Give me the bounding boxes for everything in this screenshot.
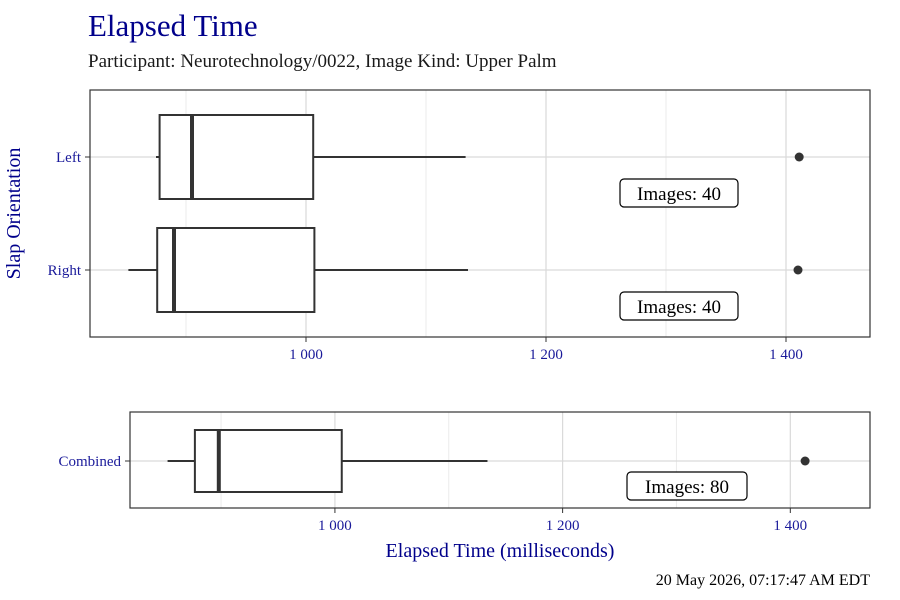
panel-border [89, 89, 871, 338]
x-tick-label: 1 200 [529, 347, 563, 363]
count-label-text: Images: 40 [637, 297, 721, 318]
count-label-text: Images: 80 [645, 477, 729, 498]
x-tick-label: 1 400 [769, 347, 803, 363]
outlier-point [800, 456, 810, 466]
chart-subtitle: Participant: Neurotechnology/0022, Image… [88, 51, 557, 72]
x-tick-label: 1 400 [773, 518, 807, 534]
outlier-point [793, 265, 803, 275]
box-combined: Images: 80 [167, 429, 810, 501]
y-tick-label: Left [56, 150, 82, 166]
count-label: Images: 40 [619, 178, 739, 208]
box-left: Images: 40 [156, 114, 804, 208]
chart-title: Elapsed Time [88, 8, 258, 43]
x-tick-label: 1 000 [289, 347, 323, 363]
y-tick-label: Right [48, 263, 82, 279]
count-label-box [619, 178, 739, 208]
count-label-box [619, 291, 739, 321]
y-tick-label: Combined [59, 454, 122, 470]
timestamp: 20 May 2026, 07:17:47 AM EDT [655, 572, 870, 589]
x-tick-label: 1 000 [318, 518, 352, 534]
outlier-point [794, 152, 804, 162]
count-label: Images: 80 [626, 471, 748, 501]
y-axis-title: Slap Orientation [3, 148, 25, 280]
box-iqr [158, 114, 315, 200]
box-right: Images: 40 [128, 227, 803, 321]
count-label-box [626, 471, 748, 501]
x-tick-label: 1 200 [546, 518, 580, 534]
panel-border [129, 411, 871, 509]
panel-2: Images: 80 Combined 1 000 1 200 1 400Elapsed… [59, 411, 871, 562]
count-label-text: Images: 40 [637, 184, 721, 205]
x-axis-title: Elapsed Time (milliseconds) [386, 540, 615, 562]
box-iqr [156, 227, 316, 313]
count-label: Images: 40 [619, 291, 739, 321]
